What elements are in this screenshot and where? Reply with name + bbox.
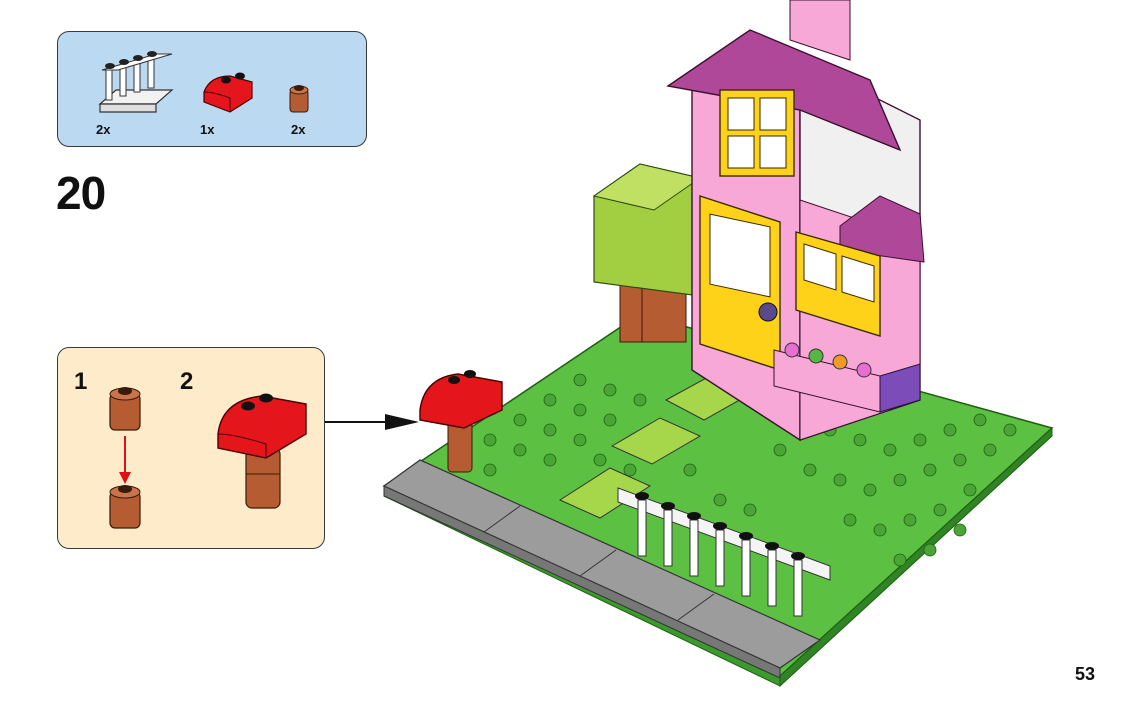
- sub-assembly-box: 1 2: [57, 347, 325, 549]
- model-illustration: [382, 0, 1054, 688]
- part-qty-slope: 1x: [200, 122, 215, 137]
- white-fence-icon: [98, 51, 174, 113]
- sub-step-1-number: 1: [74, 368, 88, 395]
- sub-step-2-number: 2: [180, 368, 194, 395]
- step-number: 20: [56, 167, 106, 219]
- page-number: 53: [1074, 664, 1095, 684]
- sub-step-2-diagram: [217, 393, 307, 509]
- brown-round-brick-icon: [289, 85, 309, 113]
- red-curved-slope-icon: [203, 72, 253, 113]
- part-qty-round: 2x: [291, 122, 306, 137]
- parts-list-box: 2x 1x 2x: [57, 31, 367, 147]
- sub-step-1-diagram: [109, 387, 141, 529]
- part-qty-fence: 2x: [96, 122, 111, 137]
- placement-arrow: [325, 414, 419, 430]
